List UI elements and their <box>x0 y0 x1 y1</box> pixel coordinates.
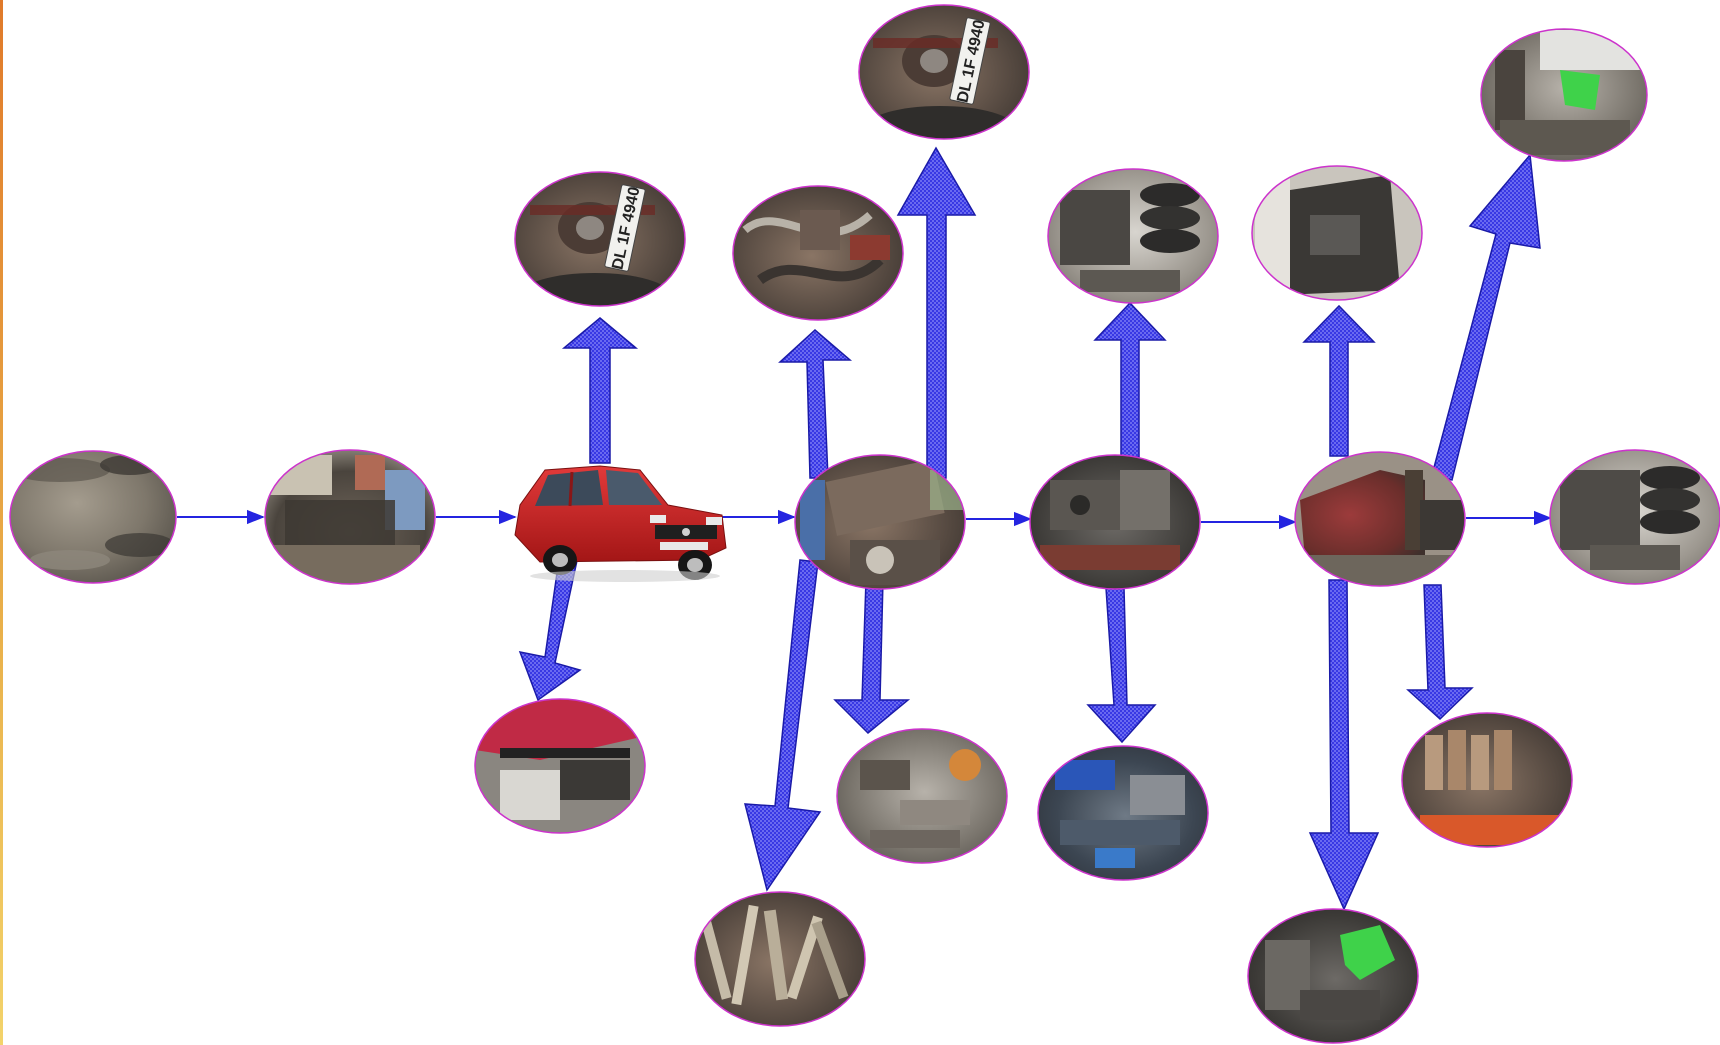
branch-green-parts <box>1247 908 1419 1044</box>
node-engine-bay <box>1029 454 1201 590</box>
branch-engine-tyres <box>1047 168 1219 304</box>
branch-arrow-engine-down <box>1086 587 1157 744</box>
license-plate-icon <box>660 542 708 550</box>
branch-license-plate-2: DL 1F 4940 <box>858 4 1030 140</box>
branch-arrow-dismantle-down-long <box>744 559 822 892</box>
branch-workshop <box>1480 28 1648 162</box>
branch-arrow-dismantle-down <box>833 579 911 735</box>
branch-metal-pieces <box>836 728 1008 864</box>
branch-arrow-dismantle-up-tall <box>896 146 977 479</box>
node-scrap-yard <box>264 449 436 585</box>
branch-burnt-interior <box>1251 165 1423 301</box>
main-flow-line <box>177 509 1552 530</box>
branch-arrow-engine-up <box>1093 301 1167 458</box>
branch-wiring <box>732 185 904 321</box>
left-edge-accent-bar <box>0 0 3 1045</box>
node-final-parts <box>1549 449 1720 585</box>
branch-cylinder-heads <box>1401 712 1573 848</box>
red-hatchback-car-icon <box>514 465 727 582</box>
branch-arrow-car-up <box>561 317 639 464</box>
branch-blue-parts <box>1037 745 1209 881</box>
branch-red-panel <box>474 698 646 834</box>
node-car-dismantling <box>794 454 966 590</box>
branch-license-plate-1: DL 1F 4940 <box>514 171 686 307</box>
branch-arrow-dismantle-up-left <box>778 328 853 479</box>
node-red-car <box>514 465 727 582</box>
branch-arrow-body-down <box>1406 584 1474 721</box>
branch-arrow-body-down-long <box>1308 579 1380 911</box>
node-car-body <box>1294 451 1466 587</box>
plate-1: DL 1F 4940 <box>604 184 646 272</box>
node-scrap-ground <box>9 450 177 584</box>
branch-arrows <box>518 146 1541 911</box>
branch-arrow-body-up-right <box>1431 153 1541 481</box>
branch-arrow-body-up <box>1302 304 1376 457</box>
branch-scrap-metal <box>694 891 866 1027</box>
